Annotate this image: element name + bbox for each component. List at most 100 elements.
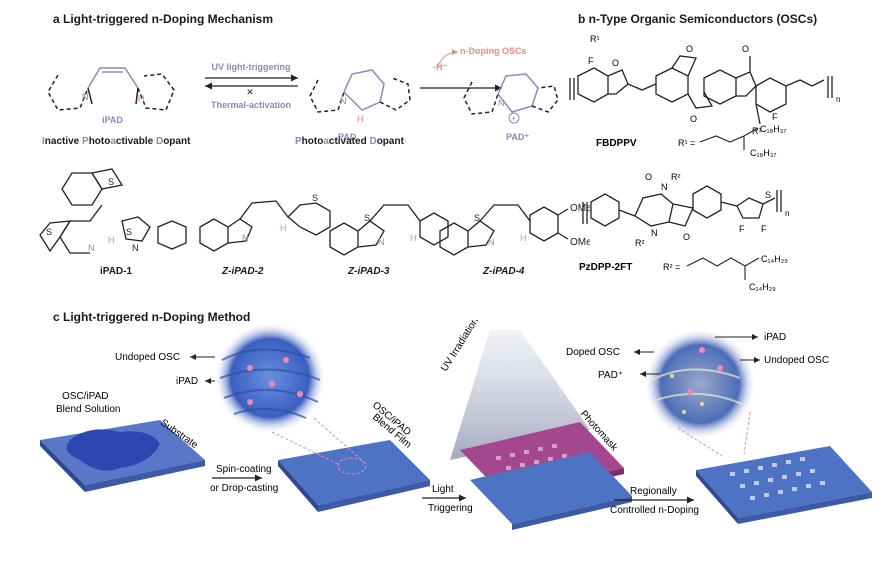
step1-label: Spin-coating [216, 464, 272, 475]
blend-solution-label-1: OSC/iPAD [62, 391, 109, 402]
repeat-n-1: n [836, 95, 840, 104]
panel-c-illustration: Undoped OSC iPAD OSC/iPAD Blend Solution… [40, 320, 872, 530]
panel-a-title: a Light-triggered n-Doping Mechanism [53, 12, 274, 26]
poly2-name: PzDPP-2FT [579, 262, 632, 273]
minus-h-label: -H⁻ [433, 62, 447, 72]
compound-label-4: Z-iPAD-4 [483, 266, 525, 277]
o-atom-2: O [686, 44, 693, 54]
thiophene-s: S [765, 190, 771, 200]
r1-bottom: R¹ [752, 126, 762, 136]
svg-text:S: S [312, 193, 318, 203]
ome-bottom: OMe [570, 237, 590, 248]
f-atom-2: F [772, 112, 778, 122]
svg-text:N: N [88, 243, 95, 253]
svg-text:H: H [357, 114, 364, 124]
r2-chain-b: C₁₄H₂₉ [749, 282, 776, 292]
r2-top: R² [671, 172, 681, 182]
f-atom-3: F [739, 224, 745, 234]
ipad-label-c1: iPAD [176, 376, 198, 387]
r1-chain-b: C₁₈H₃₇ [750, 148, 777, 158]
poly1-name: FBDPPV [596, 138, 637, 149]
pad-label: PAD [338, 132, 357, 142]
undoped-osc-label-2: Undoped OSC [764, 355, 829, 366]
step1b-label: or Drop-casting [210, 483, 278, 494]
arrow-bottom-label: Thermal-activation [211, 100, 291, 110]
svg-text:H: H [108, 235, 115, 245]
n-doping-oscs-label: n-Doping OSCs [460, 46, 527, 56]
svg-text:✕: ✕ [246, 87, 254, 97]
svg-text:N: N [340, 96, 347, 106]
z-ipad-4-structure: S N H [439, 204, 569, 256]
svg-text:N: N [488, 237, 495, 247]
panel-b-title: b n-Type Organic Semiconductors (OSCs) [578, 12, 818, 26]
ipad-structure: N H [47, 67, 175, 111]
step2-label: Light [432, 484, 454, 495]
r1-chain-a: C₁₈H₃₇ [760, 124, 787, 134]
o-atom-3: O [690, 114, 697, 124]
svg-text:H: H [520, 233, 527, 243]
fiber-zoom-2 [644, 328, 756, 440]
svg-text:S: S [364, 213, 370, 223]
dpp-o-bottom: O [683, 232, 690, 242]
r1-top: R¹ [590, 34, 600, 44]
f-atom-1: F [588, 56, 594, 66]
svg-text:S: S [474, 213, 480, 223]
dpp-n-bottom: N [651, 228, 658, 238]
polymer-fbdppv-structure: F R¹ O O O O F R¹ n FBDPPV R¹ = C₁₈H₃₇ C… [569, 34, 840, 158]
f-atom-4: F [761, 224, 767, 234]
o-atom-1: O [612, 58, 619, 68]
undoped-osc-label-1: Undoped OSC [115, 352, 180, 363]
repeat-n-2: n [785, 209, 789, 218]
r2-bottom: R² [635, 238, 645, 248]
compound-label-2: Z-iPAD-2 [222, 266, 264, 277]
z-ipad-2-structure: N H S [199, 193, 331, 252]
step3b-label: Controlled n-Doping [610, 505, 699, 516]
blend-solution-puddle [66, 429, 160, 471]
doped-plate [696, 446, 872, 518]
blend-film-plate [278, 440, 430, 505]
z-ipad-3-structure: S N H [329, 204, 449, 256]
svg-text:H: H [280, 223, 287, 233]
pad-plus-label: PAD⁺ [506, 132, 529, 142]
svg-text:N: N [132, 243, 139, 253]
doped-osc-label: Doped OSC [566, 347, 620, 358]
svg-text:S: S [126, 227, 132, 237]
r2-chain-a: C₁₄H₂₉ [761, 254, 788, 264]
svg-text:+: + [511, 114, 516, 123]
svg-text:S: S [108, 177, 114, 187]
hydride-curve-arrow [437, 49, 459, 67]
polymer-pzdpp-2ft-structure: O N R² N R² O S F F n PzDPP-2FT R² = C₁₄… [579, 172, 789, 292]
o-atom-4: O [742, 44, 749, 54]
r1-def: R¹ = [678, 138, 695, 148]
svg-text:S: S [46, 227, 52, 237]
svg-text:N: N [242, 233, 249, 243]
compound-label-3: Z-iPAD-3 [348, 266, 390, 277]
pad-structure: N H [309, 69, 411, 124]
pad-plus-structure: N + [463, 73, 559, 124]
pad-plus-label-c: PAD⁺ [598, 370, 623, 381]
dpp-o-top: O [645, 172, 652, 182]
pad-full-name: Photoactivated Dopant [295, 136, 404, 147]
svg-text:N: N [378, 237, 385, 247]
svg-text:H: H [138, 94, 145, 104]
doped-pattern [730, 457, 825, 500]
ipad-label-c2: iPAD [764, 332, 786, 343]
compound-structures: S S N S N H N H S S N H [39, 168, 590, 256]
step3-label: Regionally [630, 486, 677, 497]
panel-a-mechanism: N H iPAD ✕ UV light-triggering Thermal-a… [47, 46, 559, 142]
uv-label: UV Irradiation [439, 320, 481, 374]
arrow-top-label: UV light-triggering [212, 62, 291, 72]
ipad-n-atom: N [82, 92, 89, 102]
ipad-label: iPAD [102, 115, 123, 125]
step2b-label: Triggering [428, 503, 473, 514]
fiber-zoom-1 [214, 322, 326, 434]
blend-solution-label-2: Blend Solution [56, 404, 121, 415]
substrate-plate-3 [470, 452, 632, 524]
dpp-n-top: N [661, 182, 668, 192]
ipad-full-name: Inactive Photoactivable Dopant [42, 136, 191, 147]
svg-text:N: N [498, 98, 505, 108]
panel-c-title: c Light-triggered n-Doping Method [53, 310, 251, 324]
uv-beam [450, 330, 590, 460]
ipad-1-structure: S S N S N H [39, 168, 187, 254]
compound-label-1: iPAD-1 [100, 266, 133, 277]
